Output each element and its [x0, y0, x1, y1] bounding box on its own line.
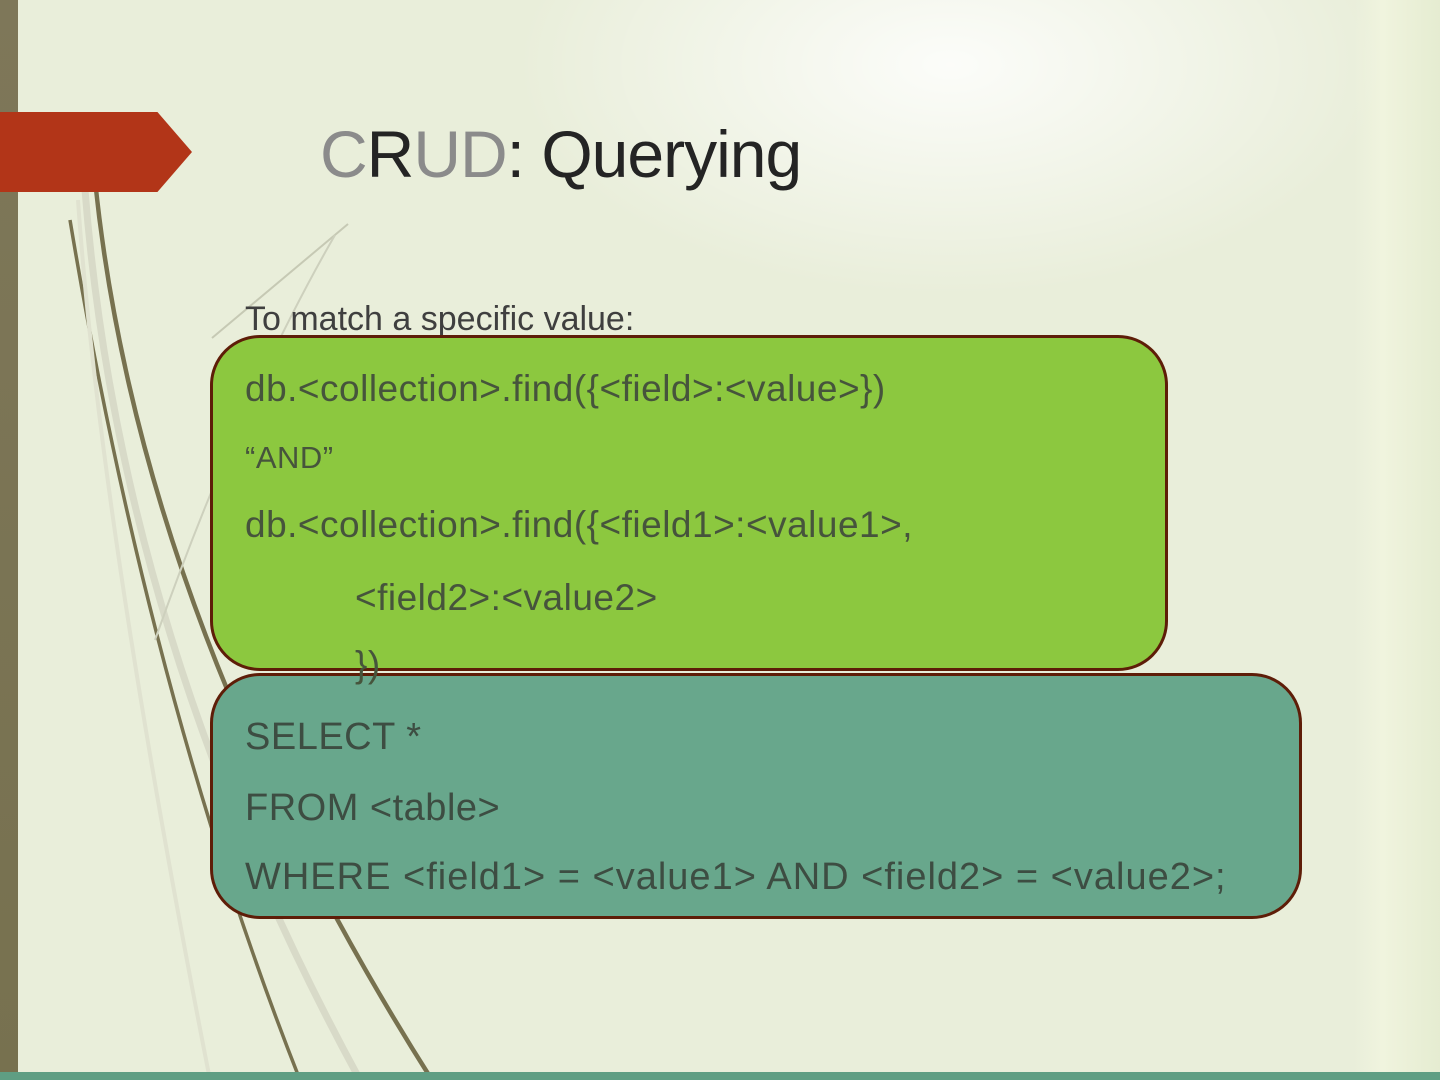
sql-code-line-select: SELECT *: [245, 716, 422, 758]
sql-code-box: [210, 673, 1302, 919]
red-arrow-shape: [0, 112, 192, 192]
title-segment-ud: UD: [413, 117, 507, 191]
title-segment-querying: : Querying: [506, 117, 802, 191]
mongo-code-line-field2: <field2>:<value2>: [355, 577, 658, 618]
mongo-code-line-close-paren: }): [355, 644, 381, 685]
sql-code-line-where: WHERE <field1> = <value1> AND <field2> =…: [245, 856, 1227, 898]
mongodb-code-box: [210, 335, 1168, 671]
slide-title: CRUD: Querying: [320, 116, 802, 192]
intro-text: To match a specific value:: [245, 300, 635, 338]
bottom-accent-strip: [0, 1072, 1440, 1080]
title-segment-c: C: [320, 117, 368, 191]
mongo-code-line-and-label: “AND”: [245, 440, 334, 475]
mongo-code-line-find-single: db.<collection>.find({<field>:<value>}): [245, 368, 886, 409]
title-segment-r: R: [366, 117, 415, 191]
mongo-code-line-find-multi: db.<collection>.find({<field1>:<value1>,: [245, 504, 913, 545]
left-accent-bar: [0, 0, 18, 1080]
sql-code-line-from: FROM <table>: [245, 787, 501, 829]
